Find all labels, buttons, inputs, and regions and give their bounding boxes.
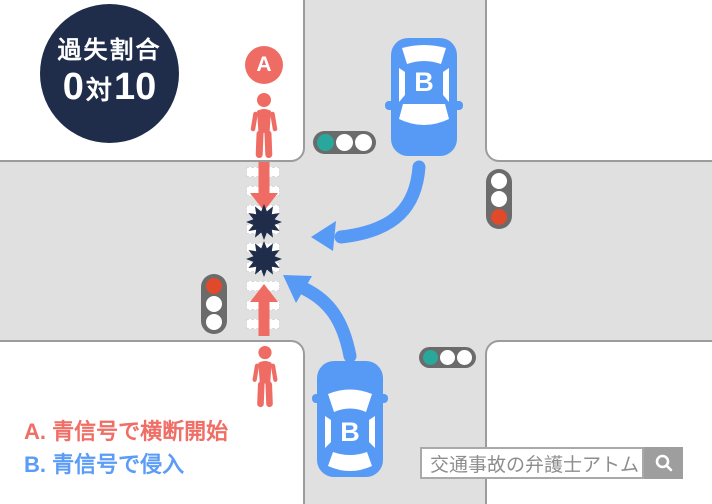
pedestrian-marker: A bbox=[245, 46, 283, 84]
signal-bulb bbox=[206, 296, 222, 312]
search-bar: 交通事故の弁護士アトム bbox=[420, 447, 683, 479]
signal-bulb bbox=[440, 350, 455, 365]
search-button[interactable] bbox=[644, 447, 683, 479]
car-body bbox=[391, 38, 457, 156]
fault-ratio-value: 0 対 10 bbox=[63, 66, 156, 109]
pedestrian-arrow-down-icon bbox=[250, 162, 278, 211]
legend-line-a: A. 青信号で横断開始 bbox=[24, 419, 229, 444]
magnifier-icon bbox=[655, 454, 672, 472]
collision-icon bbox=[246, 204, 282, 240]
signal-bulb bbox=[491, 209, 507, 225]
signal-bulb bbox=[206, 314, 222, 330]
ratio-right: 10 bbox=[113, 66, 157, 109]
corner-block-bottom-right bbox=[485, 340, 712, 504]
collision-icon bbox=[246, 241, 282, 277]
traffic-light-west bbox=[201, 274, 227, 334]
car-b-top-icon: B bbox=[385, 38, 463, 156]
car-windshield bbox=[328, 389, 372, 412]
pedestrian-icon bbox=[250, 93, 278, 158]
ratio-separator: 対 bbox=[85, 75, 112, 106]
car-rear-window bbox=[402, 45, 446, 64]
signal-bulb bbox=[355, 134, 372, 151]
pedestrian-icon bbox=[252, 345, 278, 408]
traffic-light-east bbox=[486, 169, 512, 229]
traffic-light-north bbox=[313, 131, 376, 154]
signal-bulb bbox=[336, 134, 353, 151]
car-windshield bbox=[399, 104, 449, 125]
car-label: B bbox=[414, 67, 434, 97]
corner-block-top-right bbox=[485, 0, 712, 162]
legend-line-b: B. 青信号で侵入 bbox=[24, 452, 185, 477]
ratio-left: 0 bbox=[62, 66, 84, 109]
car-side-window bbox=[369, 416, 375, 448]
traffic-light-south bbox=[419, 347, 476, 368]
search-input[interactable]: 交通事故の弁護士アトム bbox=[420, 447, 644, 479]
signal-bulb bbox=[491, 173, 507, 189]
car-side-window bbox=[443, 68, 449, 102]
car-rear-window bbox=[328, 452, 372, 471]
signal-bulb bbox=[423, 350, 438, 365]
fault-ratio-badge: 過失割合 0 対 10 bbox=[40, 4, 179, 143]
corner-block-bottom-left bbox=[0, 340, 305, 504]
fault-ratio-title: 過失割合 bbox=[57, 36, 162, 64]
signal-bulb bbox=[491, 191, 507, 207]
signal-bulb bbox=[206, 278, 222, 294]
signal-bulb bbox=[457, 350, 472, 365]
pedestrian-arrow-up-icon bbox=[250, 284, 278, 336]
car-body bbox=[317, 361, 383, 477]
signal-bulb bbox=[317, 134, 334, 151]
car-label: B bbox=[340, 417, 360, 447]
car-b-bottom-icon: B bbox=[312, 361, 388, 477]
car-side-window bbox=[399, 68, 405, 102]
car-side-window bbox=[325, 416, 331, 448]
car-top-path-arrow-icon bbox=[311, 160, 426, 251]
